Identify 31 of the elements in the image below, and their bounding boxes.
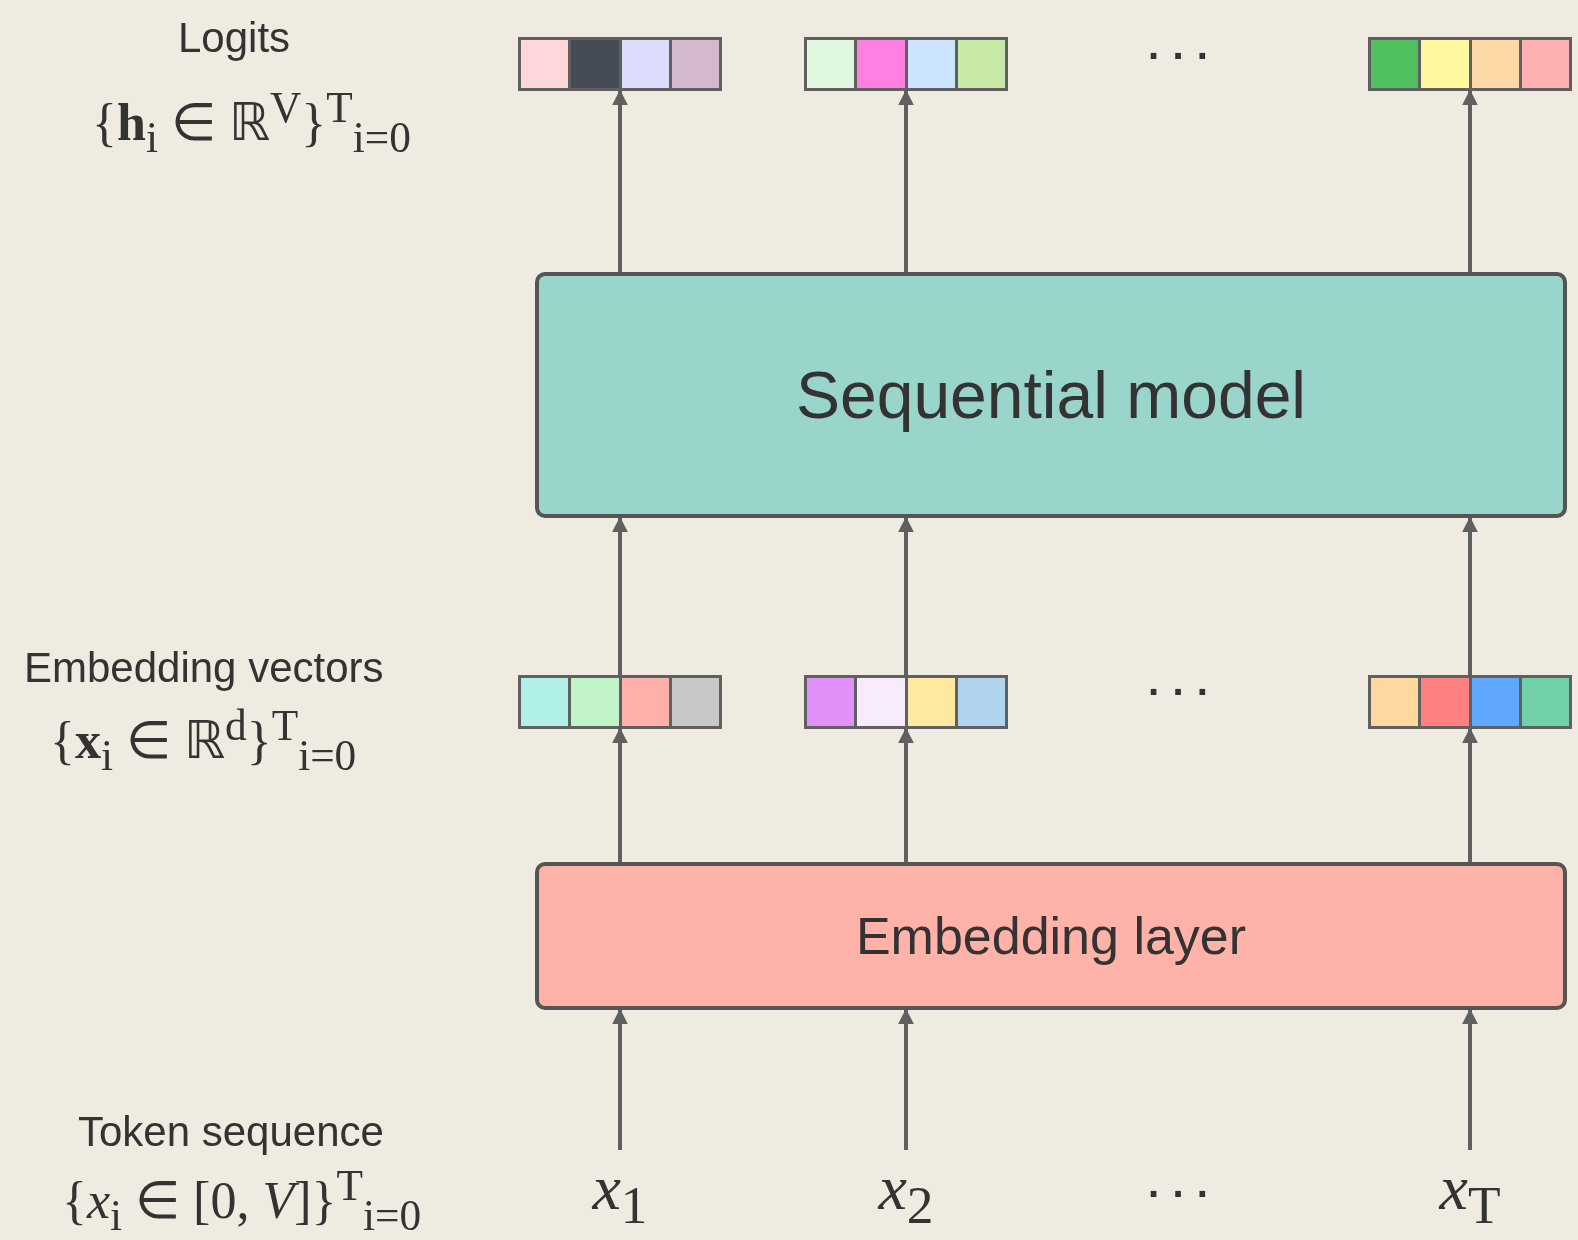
- arrow: [612, 89, 628, 272]
- arrow: [898, 1008, 914, 1150]
- arrow: [898, 516, 914, 675]
- arrow: [612, 727, 628, 862]
- axis-title: Token sequence: [78, 1108, 384, 1156]
- vector-drawing: [1368, 37, 1572, 91]
- arrow: [898, 89, 914, 272]
- box-label: Embedding layer: [855, 906, 1247, 966]
- vector-drawing: [518, 675, 722, 729]
- box-label: Sequential model: [796, 357, 1306, 433]
- layer-box: [535, 862, 1567, 1010]
- token-symbol: x$_{T}$: [1439, 1150, 1501, 1236]
- ellipsis-text: · · ·: [1148, 1172, 1211, 1217]
- arrow: [612, 516, 628, 675]
- model-box: [535, 272, 1567, 518]
- vector-drawing: [804, 37, 1008, 91]
- axis-title: Logits: [178, 14, 291, 62]
- vector-drawing: [804, 675, 1008, 729]
- vector-drawing: [518, 37, 722, 91]
- arrow: [612, 1008, 628, 1150]
- arrow: [1462, 89, 1478, 272]
- vector-drawing: [1368, 675, 1572, 729]
- arrow: [1462, 516, 1478, 675]
- arrow: [1462, 727, 1478, 862]
- arrow: [898, 727, 914, 862]
- axis-title: Embedding vectors: [24, 644, 384, 692]
- ellipsis-text: · · ·: [1148, 670, 1211, 715]
- token-symbol: x$_{1}$: [592, 1150, 648, 1236]
- arrow: [1462, 1008, 1478, 1150]
- ellipsis-text: · · ·: [1148, 34, 1211, 79]
- token-symbol: x$_{2}$: [878, 1150, 934, 1236]
